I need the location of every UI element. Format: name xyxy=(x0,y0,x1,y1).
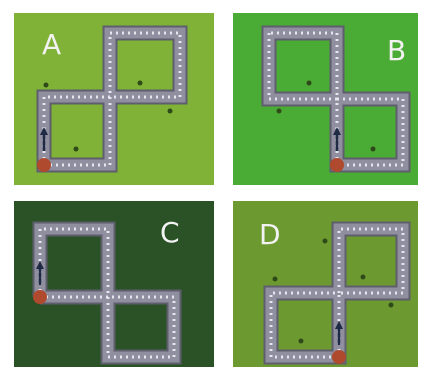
maze-panel-c: C xyxy=(14,201,214,367)
dot-icon xyxy=(277,109,282,114)
dot-icon xyxy=(371,147,376,152)
start-marker-icon xyxy=(33,290,47,304)
maze-panel-b: B xyxy=(233,13,418,185)
dot-icon xyxy=(299,339,304,344)
dot-icon xyxy=(307,81,312,86)
dot-icon xyxy=(273,277,278,282)
dot-icon xyxy=(74,147,79,152)
maze-graphic-c xyxy=(14,201,214,367)
dot-icon xyxy=(389,303,394,308)
maze-panel-d: D xyxy=(233,201,418,367)
dot-icon xyxy=(44,83,49,88)
dot-icon xyxy=(361,275,366,280)
maze-panel-a: A xyxy=(14,13,214,185)
dot-icon xyxy=(138,81,143,86)
panel-label: C xyxy=(160,219,180,247)
start-marker-icon xyxy=(37,158,51,172)
start-marker-icon xyxy=(332,350,346,364)
dot-icon xyxy=(168,109,173,114)
start-marker-icon xyxy=(330,158,344,172)
panel-label: A xyxy=(42,31,61,59)
dot-icon xyxy=(323,239,328,244)
panel-label: B xyxy=(387,37,406,65)
panel-label: D xyxy=(259,221,281,249)
